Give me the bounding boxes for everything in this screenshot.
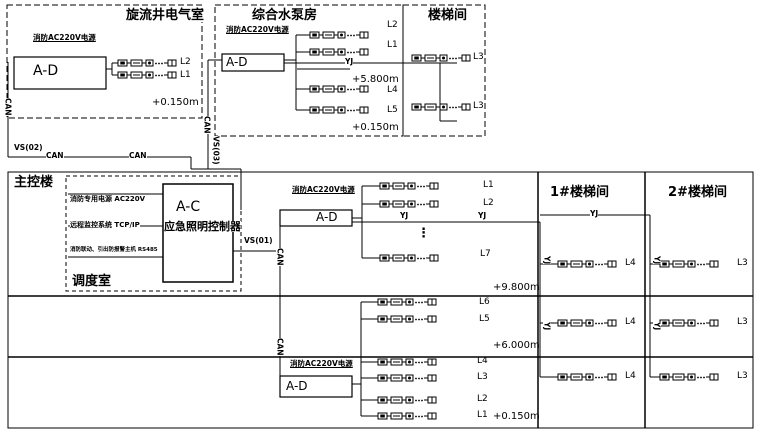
cable-can-main-lower: CAN (275, 338, 285, 356)
controller-box (162, 183, 234, 283)
elev-pump-0150: +0.150m (352, 122, 399, 133)
stair-top-title: 楼梯间 (426, 8, 470, 23)
loop-stair2-l3a: L3 (737, 258, 748, 268)
elev-main-9800: +9.800m (493, 282, 540, 293)
loop-stair1-l4b: L4 (625, 317, 636, 327)
stair2-title: 2#楼梯间 (666, 185, 729, 200)
cable-vs02: VS(02) (14, 143, 43, 152)
loop-pump-l2: L2 (387, 20, 398, 30)
cable-yj-stair: YJ (590, 209, 599, 218)
well-room-title: 旋流井电气室 (124, 8, 207, 23)
controller-name: 应急照明控制器 (164, 220, 241, 233)
ad-label-main-lower: A-D (286, 379, 308, 393)
cable-yj-stair2-b: YJ (652, 322, 662, 331)
power-label-main-lower: 消防AC220V电源 (290, 359, 353, 368)
main-building-border (7, 171, 754, 429)
elev-main-0150: +0.150m (493, 411, 540, 422)
controller-code: A-C (176, 199, 201, 215)
loop-stair-top-l3b: L3 (473, 101, 484, 111)
loop-main-l6: L6 (479, 297, 490, 307)
loop-stair1-l4a: L4 (625, 258, 636, 268)
stair-top-border (402, 4, 486, 137)
loop-main-l4: L4 (477, 356, 488, 366)
loop-stair-top-l3a: L3 (473, 52, 484, 62)
cable-vs01: VS(01) (244, 236, 273, 245)
well-room-border (6, 4, 203, 119)
cable-vs03: VS(03) (211, 136, 221, 165)
elev-main-6000: +6.000m (493, 340, 540, 351)
loop-main-l1-upper: L1 (483, 180, 494, 190)
main-building-title: 主控楼 (12, 175, 56, 190)
loop-pump-l4: L4 (387, 85, 398, 95)
power-label-pump: 消防AC220V电源 (226, 25, 289, 34)
ad-label-main-upper: A-D (316, 210, 338, 224)
power-label-well: 消防AC220V电源 (33, 33, 96, 42)
loop-well-l2: L2 (180, 57, 191, 67)
loop-main-l2-upper: L2 (483, 198, 494, 208)
power-label-main-upper: 消防AC220V电源 (292, 185, 355, 194)
loop-main-l1-lower: L1 (477, 410, 488, 420)
loop-well-l1: L1 (180, 70, 191, 80)
loop-main-l7: L7 (480, 249, 491, 259)
cable-yj-pump: YJ (345, 57, 354, 66)
cable-can-vs02-b: CAN (129, 151, 147, 160)
vertical-ellipsis: ⋮ (417, 226, 430, 241)
cable-yj-main-2: YJ (478, 211, 487, 220)
dispatch-room-title: 调度室 (70, 274, 114, 289)
elev-well-0150: +0.150m (152, 97, 199, 108)
cable-can-vs02-a: CAN (46, 151, 64, 160)
cable-can-well: CAN (3, 98, 13, 116)
input-fire-linkage: 消防联动、引出防报警主机 RS485 (70, 247, 158, 254)
ad-label-pump: A-D (226, 55, 248, 69)
loop-pump-l1: L1 (387, 40, 398, 50)
elev-pump-5800: +5.800m (352, 74, 399, 85)
dispatch-border (65, 175, 242, 292)
ad-box-well (13, 56, 107, 90)
cable-yj-stair1-a: YJ (542, 256, 552, 265)
ad-label-well: A-D (33, 63, 59, 79)
loop-stair1-l4c: L4 (625, 371, 636, 381)
loop-stair2-l3b: L3 (737, 317, 748, 327)
cable-can-pump: CAN (202, 116, 212, 134)
pump-room-title: 综合水泵房 (250, 8, 320, 23)
loop-main-l2-lower: L2 (477, 394, 488, 404)
cable-can-main-upper: CAN (275, 248, 285, 266)
cable-yj-stair1-b: YJ (542, 322, 552, 331)
loop-stair2-l3c: L3 (737, 371, 748, 381)
input-fire-power: 消防专用电源 AC220V (70, 195, 146, 203)
cable-yj-stair2-a: YJ (652, 256, 662, 265)
loop-main-l3: L3 (477, 372, 488, 382)
input-remote-monitor: 远程监控系统 TCP/IP (70, 221, 140, 229)
loop-main-l5: L5 (479, 314, 490, 324)
cable-yj-main-1: YJ (400, 211, 409, 220)
stair1-title: 1#楼梯间 (548, 185, 611, 200)
loop-pump-l5: L5 (387, 105, 398, 115)
